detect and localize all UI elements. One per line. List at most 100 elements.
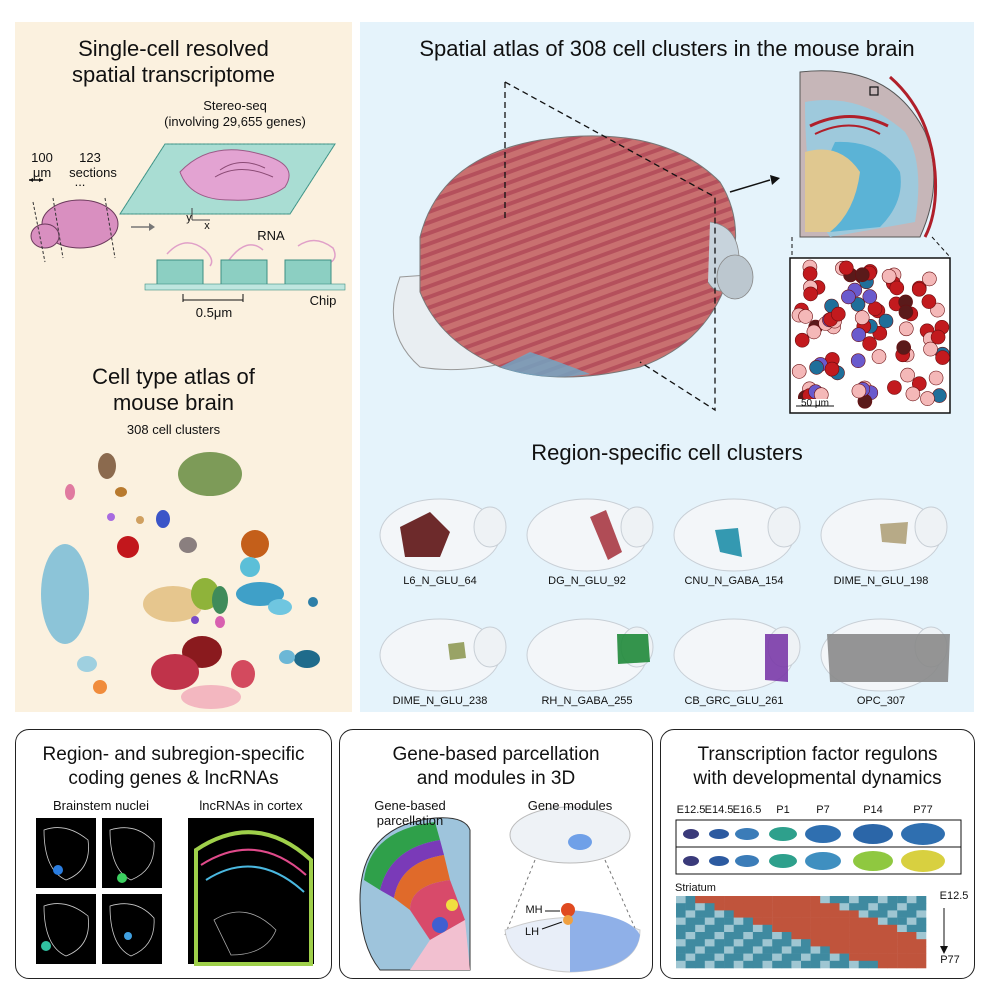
heatmap-cell — [839, 960, 850, 969]
heatmap-cell — [733, 917, 744, 926]
atlas-title-line2: mouse brain — [112, 390, 235, 415]
heatmap-cell — [724, 910, 734, 918]
heatmap-cell — [868, 896, 879, 904]
cluster-label: RH_N_GABA_255 — [541, 695, 633, 707]
heatmap-cell — [714, 903, 725, 911]
dev-brain-top — [683, 829, 699, 839]
heatmap-cell — [733, 953, 744, 962]
heatmap-cell — [772, 917, 783, 926]
heatmap-cell — [858, 953, 869, 962]
heatmap-cell — [868, 960, 879, 969]
heatmap-cell — [868, 946, 879, 954]
heatmap-cell — [810, 917, 821, 926]
heatmap-cell — [858, 910, 869, 918]
heatmap-cell — [887, 946, 898, 954]
heatmap-cell — [887, 924, 898, 933]
lncrna-label: lncRNAs in cortex — [199, 798, 303, 813]
heatmap-cell — [762, 917, 773, 926]
heatmap-cell — [791, 953, 802, 962]
heatmap-cell — [724, 896, 734, 904]
heatmap-cell — [695, 924, 706, 933]
heatmap-cell — [829, 924, 840, 933]
heatmap-cell — [820, 896, 831, 904]
heatmap-cell — [849, 910, 859, 918]
heatmap-cell — [849, 924, 859, 933]
stage-label: P1 — [776, 804, 790, 816]
heatmap-cell — [897, 946, 908, 954]
heatmap-cell — [858, 924, 869, 933]
heatmap-cell — [829, 946, 840, 954]
heatmap-cell — [714, 939, 725, 947]
heatmap-cell — [858, 939, 869, 947]
cell-dot — [898, 321, 914, 337]
heatmap-cell — [801, 917, 811, 926]
brainstem-label: Brainstem nuclei — [52, 798, 150, 813]
heatmap-cell — [887, 960, 898, 969]
dev-brain-top — [769, 827, 797, 841]
heatmap-cell — [906, 917, 917, 926]
heatmap-cell — [772, 939, 783, 947]
heatmap-cell — [724, 917, 734, 926]
heatmap-cell — [762, 953, 773, 962]
heatmap-cell — [887, 896, 898, 904]
y-axis-label: y — [186, 212, 192, 224]
heatmap-cell — [724, 953, 734, 962]
parcellation-sub-line2: parcellation — [376, 813, 444, 828]
chip-label: Chip — [309, 293, 337, 308]
cell-dot — [928, 370, 944, 386]
stereo-seq-chip-illustration — [119, 143, 336, 221]
cell-dot — [920, 391, 935, 406]
heatmap-cell — [676, 946, 686, 954]
heatmap-cell — [733, 960, 744, 969]
heatmap-cell — [733, 903, 744, 911]
heatmap-cell — [762, 946, 773, 954]
heatmap-cell — [887, 953, 898, 962]
heatmap-cell — [695, 939, 706, 947]
heatmap-cell — [820, 932, 831, 940]
heatmap-cell — [704, 932, 715, 940]
heatmap-cell — [704, 917, 715, 926]
regulons-illustration — [675, 819, 962, 969]
heatmap-cell — [704, 903, 715, 911]
heatmap-cell — [906, 932, 917, 940]
heatmap-cell — [752, 932, 763, 940]
cell-dot — [803, 286, 818, 302]
heatmap-cell — [772, 932, 783, 940]
heatmap-cell — [897, 953, 908, 962]
heatmap-cell — [772, 960, 783, 969]
regulon-heatmap — [676, 896, 927, 969]
heatmap-cell — [762, 924, 773, 933]
cell-dot — [830, 306, 846, 322]
heatmap-cell — [820, 917, 831, 926]
mini-brain-cerebellum — [473, 506, 507, 548]
heatmap-cell — [868, 939, 879, 947]
heatmap-cell — [810, 960, 821, 969]
stage-label: P14 — [863, 804, 883, 816]
cell-dot — [905, 386, 921, 402]
dev-brain-bottom — [853, 851, 893, 871]
heatmap-cell — [839, 896, 850, 904]
heatmap-cell — [906, 896, 917, 904]
cell-dot — [791, 364, 807, 379]
heatmap-cell — [743, 946, 754, 954]
heatmap-cell — [724, 903, 734, 911]
coding-genes-illustration — [36, 818, 314, 966]
zoom-scale-label: 50 μm — [801, 398, 829, 409]
stereo-title-line1: Single-cell resolved — [78, 36, 269, 61]
cluster-region-mark — [765, 634, 788, 682]
dev-brain-bottom — [769, 854, 797, 868]
heatmap-cell — [676, 917, 686, 926]
cluster-region-mark — [617, 634, 650, 664]
rna-label: RNA — [257, 228, 285, 243]
dev-brain-bottom — [901, 850, 945, 872]
heatmap-cell — [733, 910, 744, 918]
cell-dot — [911, 281, 927, 297]
heatmap-cell — [839, 903, 850, 911]
heatmap-cell — [849, 903, 859, 911]
heatmap-cell — [916, 960, 927, 969]
cluster-region-mark — [590, 510, 622, 560]
heatmap-cell — [724, 932, 734, 940]
heatmap-cell — [676, 932, 686, 940]
heatmap-cell — [849, 953, 859, 962]
heatmap-cell — [916, 932, 927, 940]
